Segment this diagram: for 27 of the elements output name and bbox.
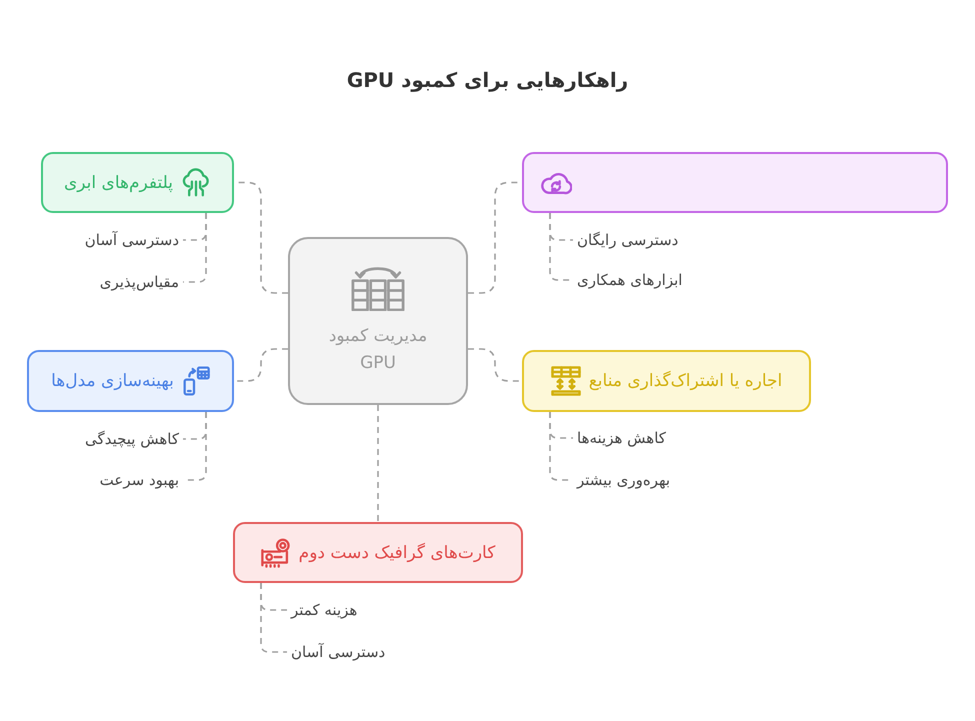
topic-card [27,350,234,412]
sub-point: بهبود سرعت [96,468,183,492]
hub-card [288,237,468,405]
topic-title: اجاره یا اشتراک‌گذاری منابع [588,370,782,393]
dashed-connector [260,583,287,653]
diagram-title: راهکارهایی برای کمبود GPU [346,67,628,94]
hub-title: مدیریت کمبود GPU [328,325,428,375]
sub-point: مقیاس‌پذیری [96,270,183,294]
sub-point: ابزارهای همکاری [573,268,686,292]
sub-point: دسترسی رایگان [573,228,682,252]
topic-title: پلتفرم‌های ابری [64,172,173,194]
topic-title: بهینه‌سازی مدل‌ها [51,370,174,393]
topic-card [522,152,948,213]
dashed-connector [234,348,288,382]
sub-point: کاهش پیچیدگی [81,427,183,451]
sub-point: دسترسی آسان [80,228,183,252]
topic-card [522,350,811,412]
dashed-connector [377,405,379,522]
sub-point: دسترسی آسان [287,640,390,664]
sub-point: کاهش هزینه‌ها [573,426,670,450]
sub-point: بهره‌وری بیشتر [573,468,674,492]
sub-point: هزینه کمتر [287,598,362,622]
topic-title: کارت‌های گرافیک دست دوم [298,542,496,564]
topic-card [41,152,234,213]
dashed-connector [468,348,522,382]
topic-card [233,522,523,583]
dashed-connector [183,213,207,283]
